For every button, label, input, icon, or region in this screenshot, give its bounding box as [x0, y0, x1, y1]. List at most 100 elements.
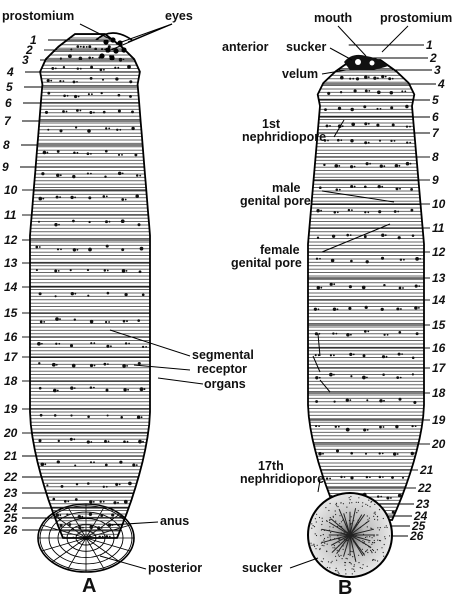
- sensilla-dot: [89, 500, 92, 503]
- sensilla-dot: [334, 164, 338, 168]
- sensilla-dot: [399, 165, 401, 167]
- sensilla-dot: [364, 330, 367, 333]
- sensilla-dot: [74, 464, 76, 466]
- sensilla-dot: [367, 211, 369, 213]
- sensilla-dot: [114, 67, 116, 69]
- label-segmental: segmental: [192, 348, 254, 362]
- sensilla-dot: [116, 129, 118, 131]
- segment-number: 12: [4, 233, 18, 247]
- sensilla-dot: [101, 48, 103, 50]
- sensilla-dot: [415, 285, 418, 288]
- sensilla-dot: [94, 365, 96, 367]
- sensilla-dot: [364, 211, 366, 213]
- sensilla-dot: [363, 105, 366, 108]
- sensilla-dot: [45, 111, 48, 114]
- sensilla-dot: [127, 65, 131, 69]
- sensilla-dot: [390, 140, 392, 142]
- sensilla-dot: [108, 321, 110, 323]
- segment-number: 17: [432, 361, 447, 375]
- sensilla-dot: [418, 307, 420, 309]
- sensilla-dot: [409, 126, 411, 128]
- sensilla-dot: [63, 66, 65, 68]
- sensilla-dot: [398, 353, 401, 356]
- sensilla-dot: [118, 94, 121, 97]
- sensilla-dot: [368, 76, 370, 78]
- sensilla-dot: [402, 477, 404, 479]
- label-eyes: eyes: [165, 9, 193, 23]
- sensilla-dot: [346, 428, 350, 432]
- sensilla-dot: [412, 357, 415, 360]
- sensilla-dot: [377, 495, 380, 498]
- sensilla-dot: [74, 293, 76, 295]
- sensilla-dot: [395, 425, 398, 428]
- sensilla-dot: [105, 535, 108, 538]
- sensilla-dot: [363, 354, 366, 357]
- sensilla-dot: [92, 57, 94, 59]
- sensilla-dot: [317, 237, 319, 239]
- sensilla-dot: [122, 364, 126, 368]
- sensilla-dot: [117, 67, 119, 69]
- segment-number: 18: [432, 386, 446, 400]
- sensilla-dot: [139, 270, 142, 273]
- sensilla-dot: [379, 476, 382, 479]
- sensilla-dot: [42, 198, 44, 200]
- sensilla-dot: [337, 211, 339, 213]
- sensilla-dot: [364, 141, 367, 144]
- sensilla-dot: [382, 453, 384, 455]
- sensilla-dot: [416, 332, 419, 335]
- sensilla-dot: [136, 464, 138, 466]
- sensilla-dot: [106, 345, 109, 348]
- sensilla-dot: [90, 342, 92, 344]
- sensilla-dot: [327, 92, 330, 95]
- sensilla-dot: [90, 153, 92, 155]
- label-receptor: receptor: [197, 362, 247, 376]
- sensilla-dot: [113, 501, 116, 504]
- sensilla-dot: [122, 173, 124, 175]
- sensilla-dot: [127, 441, 129, 443]
- sensilla-dot: [364, 185, 367, 188]
- sensilla-dot: [366, 377, 368, 379]
- sensilla-dot: [381, 257, 384, 260]
- sensilla-dot: [88, 93, 90, 95]
- sensilla-dot: [350, 476, 353, 479]
- sensilla-dot: [320, 210, 322, 212]
- sensilla-dot: [74, 387, 76, 389]
- sensilla-dot: [64, 500, 67, 503]
- sensilla-dot: [350, 185, 353, 188]
- sensilla-dot: [38, 362, 40, 364]
- sensilla-dot: [55, 317, 59, 321]
- sensilla-dot: [52, 363, 56, 367]
- sensilla-dot: [76, 109, 79, 112]
- sensilla-dot: [39, 246, 41, 248]
- sensilla-dot: [74, 318, 76, 320]
- sensilla-dot: [109, 221, 111, 223]
- sensilla-dot: [402, 287, 404, 289]
- sensilla-dot: [380, 108, 382, 110]
- sensilla-dot: [88, 535, 91, 538]
- sensilla-dot: [104, 269, 106, 271]
- sensilla-dot: [396, 376, 399, 379]
- sensilla-dot: [406, 162, 410, 166]
- label-anus: anus: [160, 514, 189, 528]
- eye-spot: [109, 55, 114, 60]
- sensilla-dot: [43, 151, 47, 155]
- sensilla-dot: [123, 388, 126, 391]
- sensilla-dot: [47, 79, 50, 82]
- sensilla-dot: [90, 66, 93, 69]
- sensilla-dot: [127, 389, 129, 391]
- sensilla-dot: [140, 387, 144, 391]
- sensilla-dot: [63, 80, 65, 82]
- sensilla-dot: [319, 333, 321, 335]
- sensilla-dot: [58, 440, 60, 442]
- sensilla-dot: [121, 198, 124, 201]
- sensilla-dot: [412, 234, 415, 237]
- sensilla-dot: [77, 152, 79, 154]
- sensilla-dot: [115, 77, 118, 80]
- sensilla-dot: [56, 196, 59, 199]
- sensilla-dot: [103, 363, 106, 366]
- sensilla-dot: [47, 92, 50, 95]
- sensilla-dot: [396, 307, 399, 310]
- segment-number: 22: [417, 481, 432, 495]
- sensilla-dot: [105, 220, 108, 223]
- sensilla-dot: [101, 92, 103, 94]
